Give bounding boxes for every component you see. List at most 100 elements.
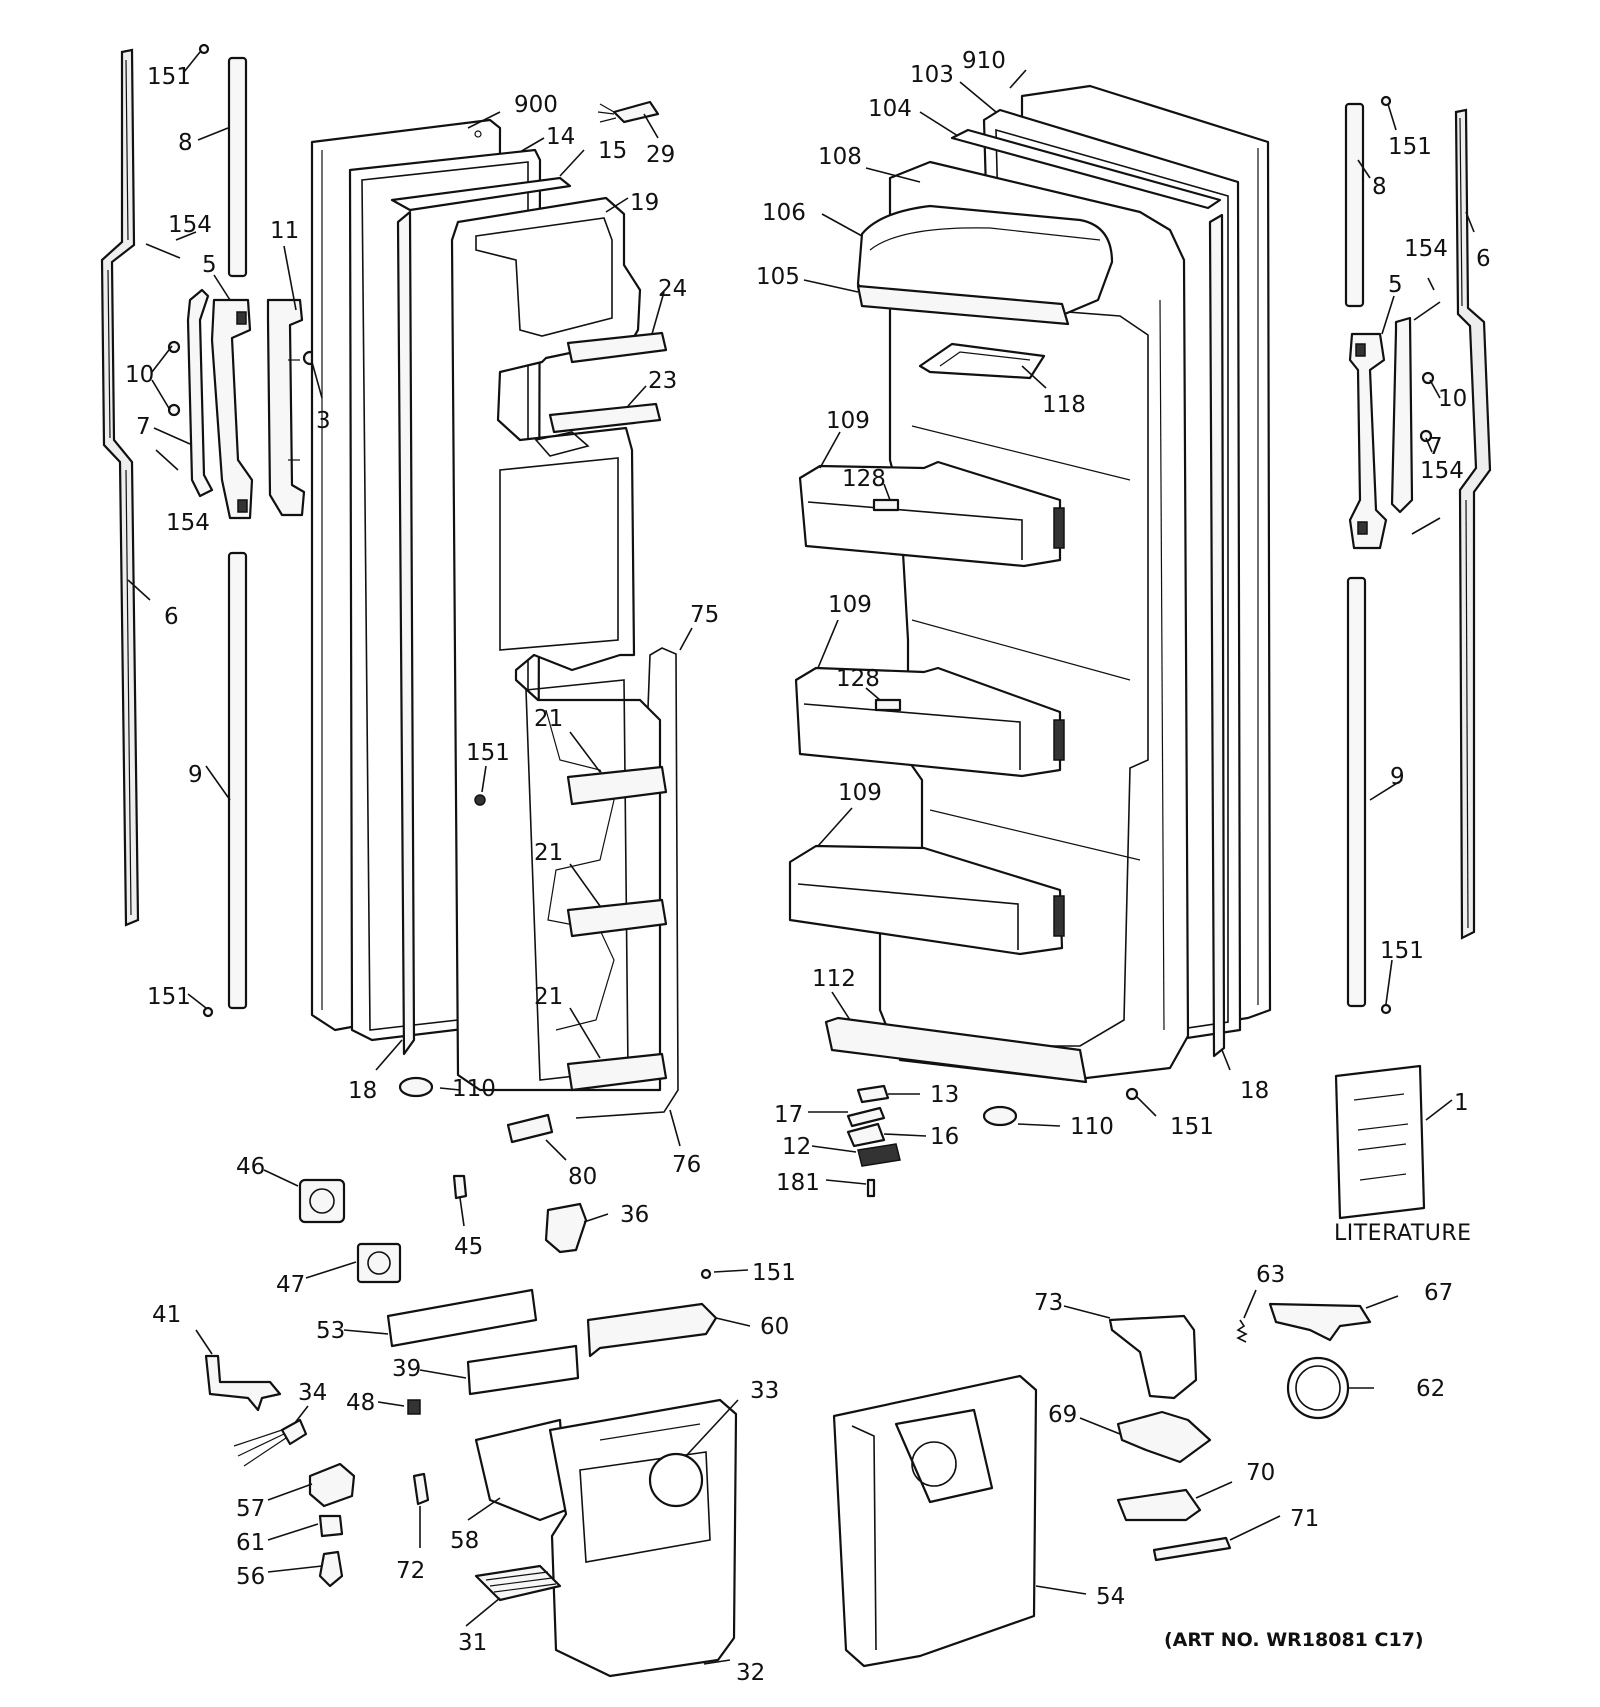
part-151-screw-dispenser (700, 1268, 712, 1280)
callout-61: 61 (236, 1530, 265, 1556)
part-41-switch-bracket (204, 1354, 282, 1412)
callout-154: 154 (168, 212, 212, 238)
part-11-handle-bracket (266, 298, 306, 517)
callout-128: 128 (836, 666, 880, 692)
callout-109: 109 (826, 408, 870, 434)
part-8-upper-trim-strip-right (1344, 102, 1365, 308)
part-58-dispenser-housing (474, 1418, 568, 1522)
callout-128: 128 (842, 466, 886, 492)
part-7-handle-trim (186, 288, 214, 498)
callout-19: 19 (630, 190, 659, 216)
part-67-lever (1268, 1302, 1372, 1342)
callout-151: 151 (466, 740, 510, 766)
part-18-right-strip (1208, 213, 1226, 1058)
callout-110: 110 (452, 1076, 496, 1102)
part-5-handle-right (1348, 332, 1388, 550)
part-110-cap-left (398, 1076, 434, 1098)
part-23-shelf-bar (548, 402, 662, 434)
part-105-dairy-door-trim (856, 284, 1070, 326)
part-63-spring (1236, 1319, 1248, 1343)
callout-151: 151 (1388, 134, 1432, 160)
part-36-bracket (544, 1202, 588, 1254)
part-62-seal-ring (1286, 1356, 1350, 1420)
part-24-shelf-bar (566, 331, 668, 364)
part-104-trim (950, 128, 1222, 210)
callout-1: 1 (1454, 1090, 1469, 1116)
part-46-control-knob (298, 1178, 346, 1224)
callout-103: 103 (910, 62, 954, 88)
callout-63: 63 (1256, 1262, 1285, 1288)
part-10-screw-upper (167, 340, 181, 354)
callout-10: 10 (1438, 386, 1467, 412)
callout-3: 3 (316, 408, 331, 434)
callout-15: 15 (598, 138, 627, 164)
art-number: (ART NO. WR18081 C17) (1164, 1629, 1424, 1651)
part-6-left-door-trim (100, 48, 140, 927)
part-151-screw-top-right (1380, 95, 1392, 107)
callout-67: 67 (1424, 1280, 1453, 1306)
part-39-control-board (466, 1344, 580, 1396)
callout-73: 73 (1034, 1290, 1063, 1316)
callout-14: 14 (546, 124, 575, 150)
callout-109: 109 (838, 780, 882, 806)
part-151-screw-hinge (1125, 1087, 1139, 1101)
part-110-cap-right (982, 1105, 1018, 1127)
callout-labels: 151 8 154 11 5 10 7 154 3 6 9 151 18 900… (125, 48, 1491, 1686)
part-54-ice-opening (894, 1408, 994, 1504)
callout-21: 21 (534, 706, 563, 732)
callout-154: 154 (166, 510, 210, 536)
callout-31: 31 (458, 1630, 487, 1656)
callout-10: 10 (125, 362, 154, 388)
callout-18: 18 (1240, 1078, 1269, 1104)
part-128-bin-clip-2 (874, 698, 902, 712)
part-70-bracket (1116, 1488, 1202, 1522)
part-151-screw-top-left (198, 43, 210, 55)
part-9-lower-trim-strip (227, 551, 248, 1010)
part-47-switch-housing (356, 1242, 402, 1284)
callout-6: 6 (1476, 246, 1491, 272)
part-53-dispenser-panel (386, 1288, 538, 1348)
part-15-trim (390, 176, 572, 212)
callout-9: 9 (1390, 764, 1405, 790)
callout-154: 154 (1420, 458, 1464, 484)
callout-48: 48 (346, 1390, 375, 1416)
callout-53: 53 (316, 1318, 345, 1344)
part-75-water-tube (575, 647, 679, 1119)
part-48-light-socket (407, 1399, 421, 1415)
part-71-rod (1152, 1536, 1232, 1562)
part-17-shim (846, 1106, 886, 1128)
callout-47: 47 (276, 1272, 305, 1298)
callout-5: 5 (202, 252, 217, 278)
callout-21: 21 (534, 840, 563, 866)
callout-7: 7 (1428, 434, 1443, 460)
callout-80: 80 (568, 1164, 597, 1190)
callout-23: 23 (648, 368, 677, 394)
part-31-drip-tray (474, 1564, 562, 1602)
callout-7: 7 (136, 414, 151, 440)
callout-41: 41 (152, 1302, 181, 1328)
callout-151: 151 (752, 1260, 796, 1286)
callout-6: 6 (164, 604, 179, 630)
part-73-ice-chute (1108, 1314, 1198, 1400)
callout-32: 32 (736, 1660, 765, 1686)
callout-151: 151 (147, 984, 191, 1010)
part-72-actuator (412, 1472, 430, 1506)
callout-62: 62 (1416, 1376, 1445, 1402)
leader-lines (127, 51, 1475, 1665)
part-57-cover (308, 1462, 356, 1508)
part-181-hinge-screw (866, 1178, 876, 1198)
callout-154: 154 (1404, 236, 1448, 262)
part-60-bracket (586, 1302, 718, 1358)
callout-34: 34 (298, 1380, 327, 1406)
part-7-handle-trim-right (1390, 316, 1414, 514)
callout-151: 151 (1380, 938, 1424, 964)
part-109-door-bin-1 (798, 460, 1062, 568)
callout-11: 11 (270, 218, 299, 244)
callout-151: 151 (1170, 1114, 1214, 1140)
part-5-handle (210, 298, 254, 520)
callout-106: 106 (762, 200, 806, 226)
callout-75: 75 (690, 602, 719, 628)
part-32-dispenser-frame (548, 1398, 738, 1678)
part-1-literature-booklet (1334, 1064, 1426, 1220)
